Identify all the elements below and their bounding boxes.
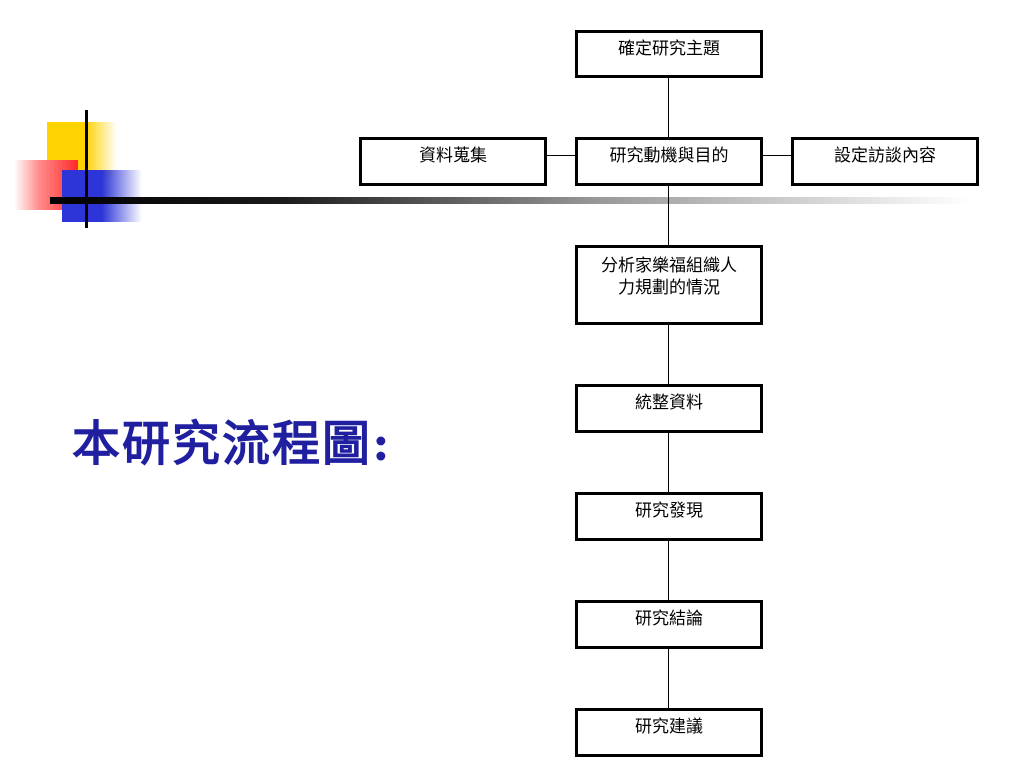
decor-vertical-line (85, 110, 88, 228)
flow-box-suggestion-label: 研究建議 (635, 717, 703, 737)
flow-box-analyze: 分析家樂福組織人 力規劃的情況 (575, 245, 763, 325)
flow-box-interview: 設定訪談內容 (791, 137, 979, 186)
connector-motivation-analyze (668, 185, 669, 245)
flow-box-analyze-line2: 力規劃的情況 (618, 278, 720, 298)
flow-box-conclusion-label: 研究結論 (635, 609, 703, 629)
connector-motivation-interview (762, 155, 791, 156)
flow-box-motivation: 研究動機與目的 (575, 137, 763, 186)
flow-box-topic: 確定研究主題 (575, 30, 763, 78)
connector-conclusion-suggestion (668, 648, 669, 709)
flow-box-collect-label: 資料蒐集 (419, 146, 487, 166)
connector-topic-motivation (668, 77, 669, 137)
decor-blue-square (62, 170, 142, 222)
connector-analyze-integrate (668, 324, 669, 385)
flow-box-conclusion: 研究結論 (575, 600, 763, 649)
flow-box-topic-label: 確定研究主題 (618, 39, 720, 59)
flow-box-integrate-label: 統整資料 (635, 393, 703, 413)
connector-findings-conclusion (668, 540, 669, 601)
flow-box-findings: 研究發現 (575, 492, 763, 541)
flow-box-motivation-label: 研究動機與目的 (609, 146, 729, 166)
flow-box-integrate: 統整資料 (575, 384, 763, 433)
decor-horizontal-rule (50, 197, 970, 204)
connector-integrate-findings (668, 432, 669, 493)
slide-title: 本研究流程圖: (72, 416, 392, 472)
flow-box-findings-label: 研究發現 (635, 501, 703, 521)
flow-box-suggestion: 研究建議 (575, 708, 763, 757)
flow-box-collect: 資料蒐集 (359, 137, 547, 186)
flow-box-interview-label: 設定訪談內容 (834, 146, 936, 166)
connector-collect-motivation (546, 155, 575, 156)
flow-box-analyze-line1: 分析家樂福組織人 (601, 256, 737, 276)
